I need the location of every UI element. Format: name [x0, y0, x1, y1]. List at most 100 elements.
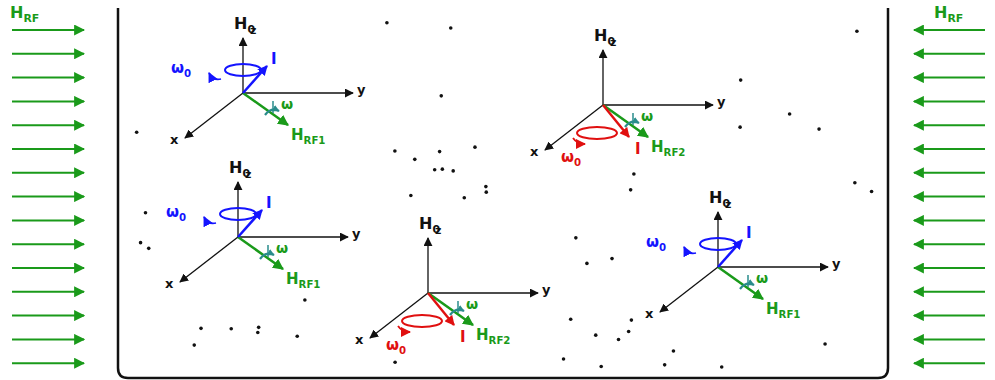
symbol-main: H — [10, 3, 23, 22]
symbol-label: I — [271, 51, 277, 68]
dot — [788, 112, 792, 116]
rf-arrow — [12, 148, 84, 150]
dot — [594, 333, 598, 337]
dot — [257, 326, 261, 330]
symbol-label: ω — [466, 296, 478, 312]
symbol-label: I — [746, 225, 752, 242]
symbol-main: H — [651, 138, 664, 156]
rf-arrow — [12, 315, 84, 317]
symbol-label: HRF — [10, 4, 39, 22]
rf-arrow — [12, 196, 84, 198]
symbol-label: z — [250, 25, 256, 38]
dot — [438, 150, 442, 154]
dot — [739, 78, 743, 82]
coordinate-frame — [660, 212, 828, 312]
precession-circle — [225, 64, 261, 76]
dot — [135, 130, 139, 134]
dot — [462, 196, 466, 200]
dot — [451, 169, 455, 173]
rf-arrow — [12, 338, 84, 340]
dot — [484, 190, 488, 194]
coordinate-frame — [185, 38, 353, 138]
coordinate-frame — [545, 50, 713, 150]
dot — [484, 185, 488, 189]
symbol-label: HRF1 — [766, 301, 800, 318]
dot — [229, 327, 233, 331]
symbol-main: H — [476, 326, 489, 344]
rf-arrow — [12, 362, 84, 364]
dot — [632, 172, 636, 176]
rf-arrow — [914, 77, 985, 79]
symbol-label: ω0 — [171, 60, 191, 77]
symbol-label: y — [832, 257, 840, 272]
dot — [385, 21, 389, 25]
symbol-main: H — [291, 126, 304, 144]
precession-circle — [577, 127, 617, 139]
dot — [295, 334, 299, 338]
z-axis — [242, 38, 243, 93]
rf-arrow — [12, 124, 84, 126]
symbol-subscript: RF — [23, 12, 39, 25]
x-axis — [660, 267, 718, 312]
symbol-label: x — [530, 145, 538, 160]
rf-arrow — [914, 315, 985, 317]
x-axis — [180, 237, 238, 282]
symbol-label: z — [610, 37, 616, 50]
dot — [303, 298, 307, 302]
y-axis — [428, 292, 538, 293]
z-axis — [237, 182, 238, 237]
symbol-label: x — [355, 333, 363, 348]
dot — [599, 365, 603, 369]
symbol-label: ω0 — [166, 204, 186, 221]
symbol-subscript: RF1 — [299, 279, 321, 290]
symbol-main: H — [419, 214, 432, 233]
rf-arrow — [12, 267, 84, 269]
molecule-dots — [135, 21, 874, 369]
rf-arrow — [914, 338, 985, 340]
symbol-label: ω — [281, 96, 293, 112]
dot — [139, 241, 143, 245]
rotation-tick — [457, 301, 459, 313]
symbol-label: ω0 — [646, 234, 666, 251]
rf-arrow — [12, 219, 84, 221]
symbol-label: y — [717, 95, 725, 110]
dot — [738, 125, 742, 129]
symbol-label: HRF1 — [286, 271, 320, 288]
rf-arrow — [12, 77, 84, 79]
symbol-label: z — [725, 199, 731, 212]
dot — [433, 168, 437, 172]
rf-arrow — [914, 196, 985, 198]
symbol-main: H — [934, 3, 947, 22]
rf-arrow — [12, 291, 84, 293]
dot — [627, 330, 631, 334]
rotation-tick — [267, 245, 269, 257]
dot — [574, 236, 578, 240]
rf-arrow — [914, 29, 985, 31]
dot — [630, 318, 634, 322]
coordinate-frame — [180, 182, 348, 282]
symbol-label: HRF2 — [651, 139, 685, 156]
symbol-subscript: 0 — [659, 242, 666, 253]
rf-arrow — [914, 148, 985, 150]
rf-arrow — [914, 53, 985, 55]
rf-arrow — [914, 100, 985, 102]
dot — [562, 357, 566, 361]
dot — [192, 343, 196, 347]
dot — [147, 247, 151, 251]
dot — [853, 181, 857, 185]
symbol-main: H — [709, 188, 722, 207]
dot — [672, 349, 676, 353]
dot — [256, 331, 260, 335]
dot — [393, 149, 397, 153]
rotation-arrow — [204, 217, 216, 223]
symbol-main: H — [286, 270, 299, 288]
symbol-subscript: 0 — [399, 345, 406, 356]
spin-vector — [603, 105, 629, 137]
rf-arrow — [914, 243, 985, 245]
spin-vector — [718, 240, 742, 267]
symbol-label: ω0 — [386, 337, 406, 354]
rf-rotation-arrow — [260, 254, 274, 259]
rf-arrow — [914, 124, 985, 126]
